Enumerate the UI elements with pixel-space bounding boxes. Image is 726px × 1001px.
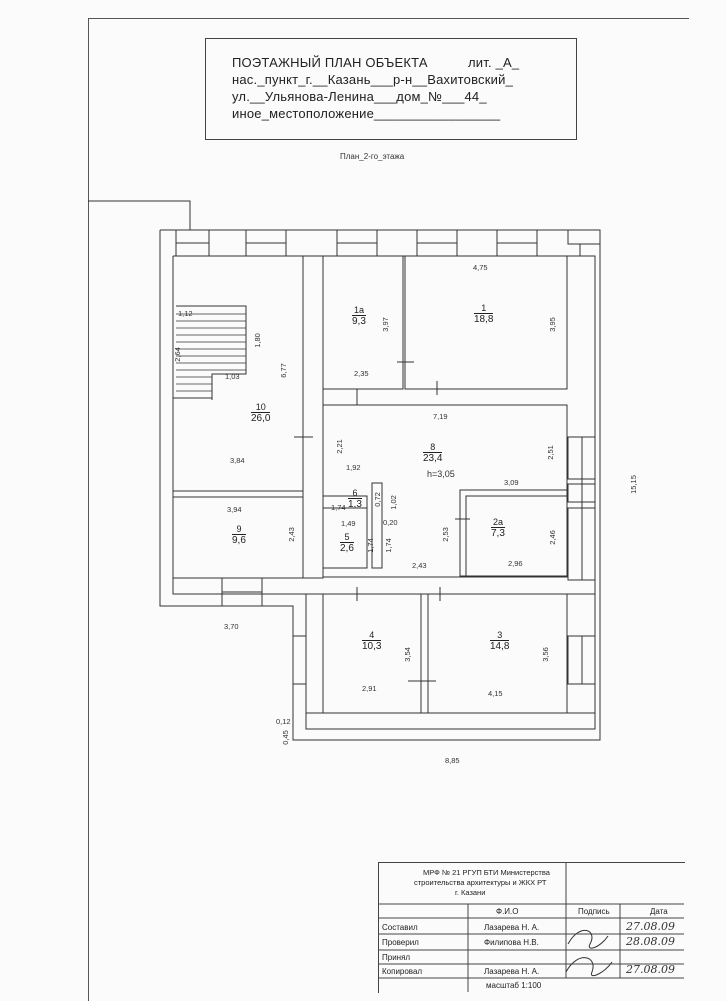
page-frame bbox=[88, 18, 689, 1001]
dim-label: 0,72 bbox=[372, 492, 382, 507]
outer-wall-outer bbox=[159, 229, 601, 741]
leader-line bbox=[88, 200, 191, 230]
header-title: ПОЭТАЖНЫЙ ПЛАН ОБЪЕКТА bbox=[232, 55, 428, 70]
stamp-date: 28.08.09 bbox=[626, 935, 675, 948]
dim-label: 2,35 bbox=[354, 369, 369, 378]
dim-label: 1,80 bbox=[252, 333, 262, 348]
dim-label: 1,74 bbox=[383, 538, 393, 553]
ceiling-height: h=3,05 bbox=[427, 469, 455, 479]
dim-label: 1,74 bbox=[331, 503, 346, 512]
dim-label: 2,51 bbox=[545, 445, 555, 460]
dim-label: 3,84 bbox=[230, 456, 245, 465]
header-lit: лит. _А_ bbox=[468, 55, 520, 70]
dim-label: 2,43 bbox=[286, 527, 296, 542]
dim-label: 0,12 bbox=[276, 717, 291, 726]
stamp-org-line1: МРФ № 21 РГУП БТИ Министерства bbox=[423, 868, 550, 877]
dim-label: 3,09 bbox=[504, 478, 519, 487]
stamp-col-date: Дата bbox=[650, 907, 668, 916]
dim-label: 8,85 bbox=[445, 756, 460, 765]
dim-label: 2,46 bbox=[547, 530, 557, 545]
outer-wall-inner bbox=[172, 255, 596, 730]
stamp-name: Лазарева Н. А. bbox=[484, 967, 540, 976]
dim-label: 3,95 bbox=[547, 317, 557, 332]
dim-label: 0,20 bbox=[383, 518, 398, 527]
dim-label: 2,96 bbox=[508, 559, 523, 568]
stamp-role: Проверил bbox=[382, 938, 419, 947]
stamp-name: Филипова Н.В. bbox=[484, 938, 539, 947]
dim-label: 15,15 bbox=[628, 475, 638, 494]
dim-label: 1,49 bbox=[341, 519, 356, 528]
dim-label: 3,54 bbox=[402, 647, 412, 662]
header-locality: нас._пункт_г.__Казань___р-н__Вахитовский… bbox=[232, 72, 514, 87]
dim-label: 3,97 bbox=[380, 317, 390, 332]
dim-label: 2,91 bbox=[362, 684, 377, 693]
stamp-role: Составил bbox=[382, 923, 418, 932]
dim-label: 2,64 bbox=[172, 347, 182, 362]
dim-label: 4,75 bbox=[473, 263, 488, 272]
dim-label: 7,19 bbox=[433, 412, 448, 421]
plan-title: План_2-го_этажа bbox=[340, 152, 405, 161]
dim-label: 1,74 bbox=[365, 538, 375, 553]
dim-label: 1,03 bbox=[225, 372, 240, 381]
dim-label: 3,94 bbox=[227, 505, 242, 514]
dim-label: 1,12 bbox=[178, 309, 193, 318]
stamp-date: 27.08.09 bbox=[626, 920, 675, 933]
stamp-date: 27.08.09 bbox=[626, 963, 675, 976]
stamp-role: Копировал bbox=[382, 967, 423, 976]
stamp-scale: масштаб 1:100 bbox=[486, 981, 542, 990]
stamp-name: Лазарева Н. А. bbox=[484, 923, 540, 932]
stamp-role: Принял bbox=[382, 953, 411, 962]
title-block bbox=[378, 862, 685, 993]
stamp-col-fio: Ф.И.О bbox=[496, 907, 519, 916]
dim-label: 2,53 bbox=[440, 527, 450, 542]
dim-label: 4,15 bbox=[488, 689, 503, 698]
signature-scribbles bbox=[565, 930, 613, 977]
stamp-org-line3: г. Казани bbox=[455, 888, 486, 897]
header-street: ул.__Ульянова-Ленина___дом_№___44_ bbox=[232, 89, 487, 104]
header-other-location: иное_местоположение_________________ bbox=[232, 106, 501, 121]
object-header-box: ПОЭТАЖНЫЙ ПЛАН ОБЪЕКТА лит. _А_ нас._пун… bbox=[205, 38, 577, 140]
stamp-grid bbox=[378, 862, 684, 992]
stair-treads bbox=[176, 313, 246, 392]
stamp-col-sign: Подпись bbox=[578, 907, 610, 916]
stamp-org-line2: строительства архитектуры и ЖКХ РТ bbox=[414, 878, 547, 887]
dim-label: 2,21 bbox=[334, 439, 344, 454]
dim-label: 1,02 bbox=[388, 495, 398, 510]
dim-label: 1,92 bbox=[346, 463, 361, 472]
dim-label: 2,43 bbox=[412, 561, 427, 570]
dim-label: 3,56 bbox=[540, 647, 550, 662]
dim-label: 0,45 bbox=[280, 730, 290, 745]
dim-label: 3,70 bbox=[224, 622, 239, 631]
dim-label: 6,77 bbox=[278, 363, 288, 378]
